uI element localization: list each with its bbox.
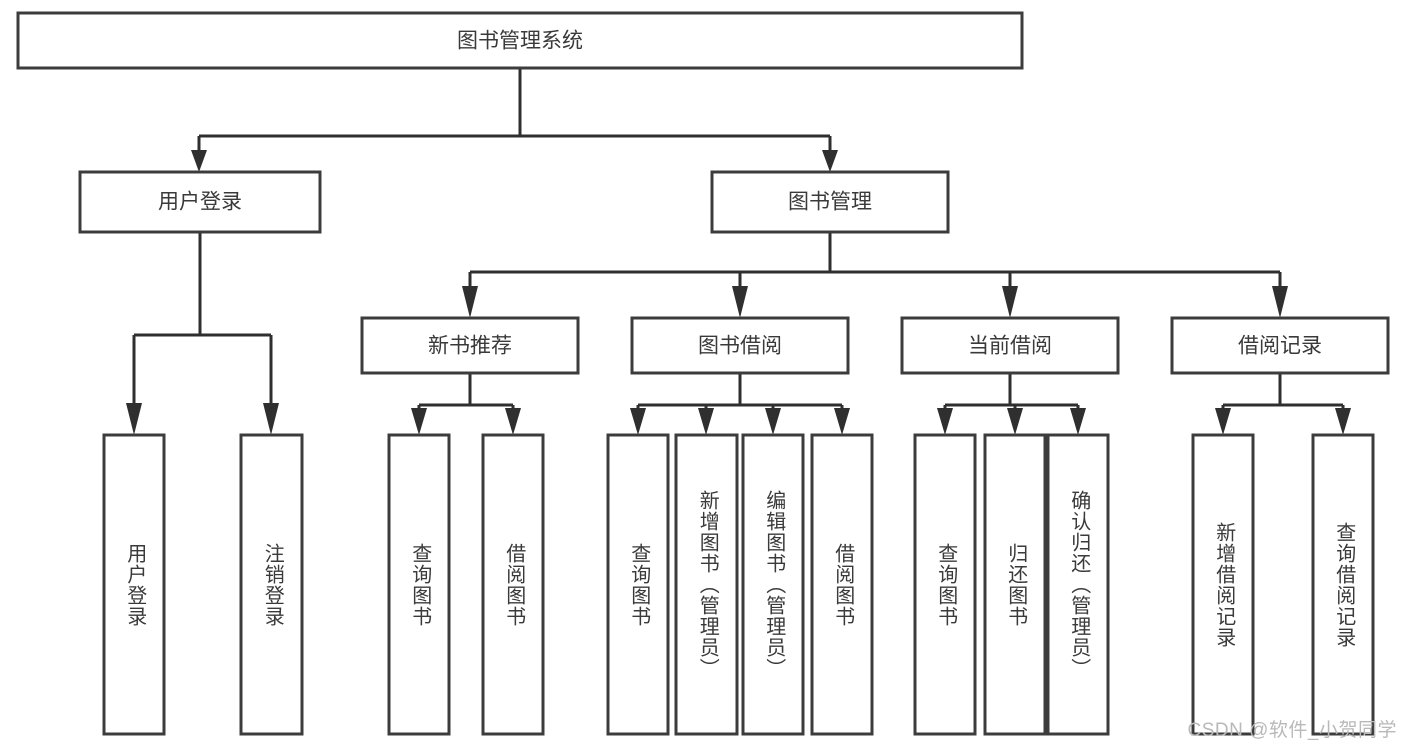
node-book-borrow-box[interactable] (630, 316, 850, 375)
connector-group-new-book-recommend (411, 373, 521, 435)
leaf-box-query-book-1[interactable] (387, 433, 451, 736)
connector-group-user-login (126, 232, 279, 435)
node-book-borrow[interactable]: 图书借阅 (630, 316, 850, 375)
leaf-box-edit-book[interactable] (741, 433, 805, 736)
node-borrow-record-label: 借阅记录 (1238, 335, 1322, 358)
node-book-management[interactable]: 图书管理 (710, 170, 950, 234)
arrow-head-leaf-edit-book (765, 408, 781, 435)
node-new-book-recommend[interactable]: 新书推荐 (360, 316, 580, 375)
leaf-box-query-book-3[interactable] (913, 433, 977, 736)
arrow-head-leaf-confirm-return (1070, 408, 1086, 435)
arrow-head-book-management (822, 150, 838, 172)
node-current-borrow-label: 当前借阅 (968, 335, 1052, 358)
arrow-head-current-borrow (1002, 286, 1018, 318)
leaf-box-add-borrow-record[interactable] (1191, 433, 1255, 736)
leaf-box-logout[interactable] (239, 433, 304, 736)
arrow-head-leaf-query-book-1 (411, 408, 427, 435)
arrow-head-leaf-add-book (698, 408, 714, 435)
leaf-box-query-book-2[interactable] (606, 433, 670, 736)
connector-group-root (191, 68, 838, 172)
leaf-box-borrow-book-2[interactable] (810, 433, 874, 736)
node-book-management-box[interactable] (710, 170, 950, 234)
watermark-text: CSDN @软件_小贺同学 (1187, 720, 1397, 741)
arrow-head-leaf-query-book-2 (630, 408, 646, 435)
node-book-management-label: 图书管理 (788, 191, 872, 214)
connector-group-book-management (462, 232, 1288, 318)
arrow-head-borrow-record (1272, 286, 1288, 318)
arrow-head-leaf-borrow-book-2 (834, 408, 850, 435)
node-user-login-label: 用户登录 (158, 191, 242, 214)
node-current-borrow[interactable]: 当前借阅 (900, 316, 1120, 375)
node-root[interactable]: 图书管理系统 (16, 11, 1024, 70)
node-current-borrow-box[interactable] (900, 316, 1120, 375)
leaf-box-user-login[interactable] (102, 433, 166, 736)
arrow-head-user-login (191, 150, 207, 172)
node-user-login[interactable]: 用户登录 (78, 170, 322, 234)
node-borrow-record[interactable]: 借阅记录 (1170, 316, 1390, 375)
arrow-head-leaf-logout (263, 403, 279, 435)
node-user-login-box[interactable] (78, 170, 322, 234)
node-root-box[interactable] (16, 11, 1024, 70)
arrow-head-new-book-recommend (462, 286, 478, 318)
leaf-box-borrow-book-1[interactable] (481, 433, 545, 736)
leaf-box-add-book[interactable] (674, 433, 739, 736)
arrow-head-leaf-return-book (1007, 408, 1023, 435)
leaf-box-query-borrow-record[interactable] (1311, 433, 1375, 736)
leaf-box-return-book[interactable] (983, 433, 1047, 736)
arrow-head-leaf-query-book-3 (937, 408, 953, 435)
node-book-borrow-label: 图书借阅 (698, 335, 782, 358)
arrow-head-book-borrow (732, 286, 748, 318)
arrow-head-leaf-query-borrow-record (1335, 408, 1351, 435)
arrow-head-leaf-borrow-book-1 (505, 408, 521, 435)
arrow-head-leaf-add-borrow-record (1215, 408, 1231, 435)
connector-group-book-borrow (630, 373, 850, 435)
arrow-head-leaf-user-login (126, 403, 142, 435)
node-borrow-record-box[interactable] (1170, 316, 1390, 375)
connector-group-current-borrow (937, 373, 1086, 435)
connector-group-borrow-record (1215, 373, 1351, 435)
leaf-box-confirm-return[interactable] (1046, 433, 1110, 736)
leaf-boxes (102, 433, 1375, 736)
node-root-label: 图书管理系统 (457, 30, 583, 53)
node-new-book-recommend-label: 新书推荐 (428, 335, 512, 358)
node-new-book-recommend-box[interactable] (360, 316, 580, 375)
